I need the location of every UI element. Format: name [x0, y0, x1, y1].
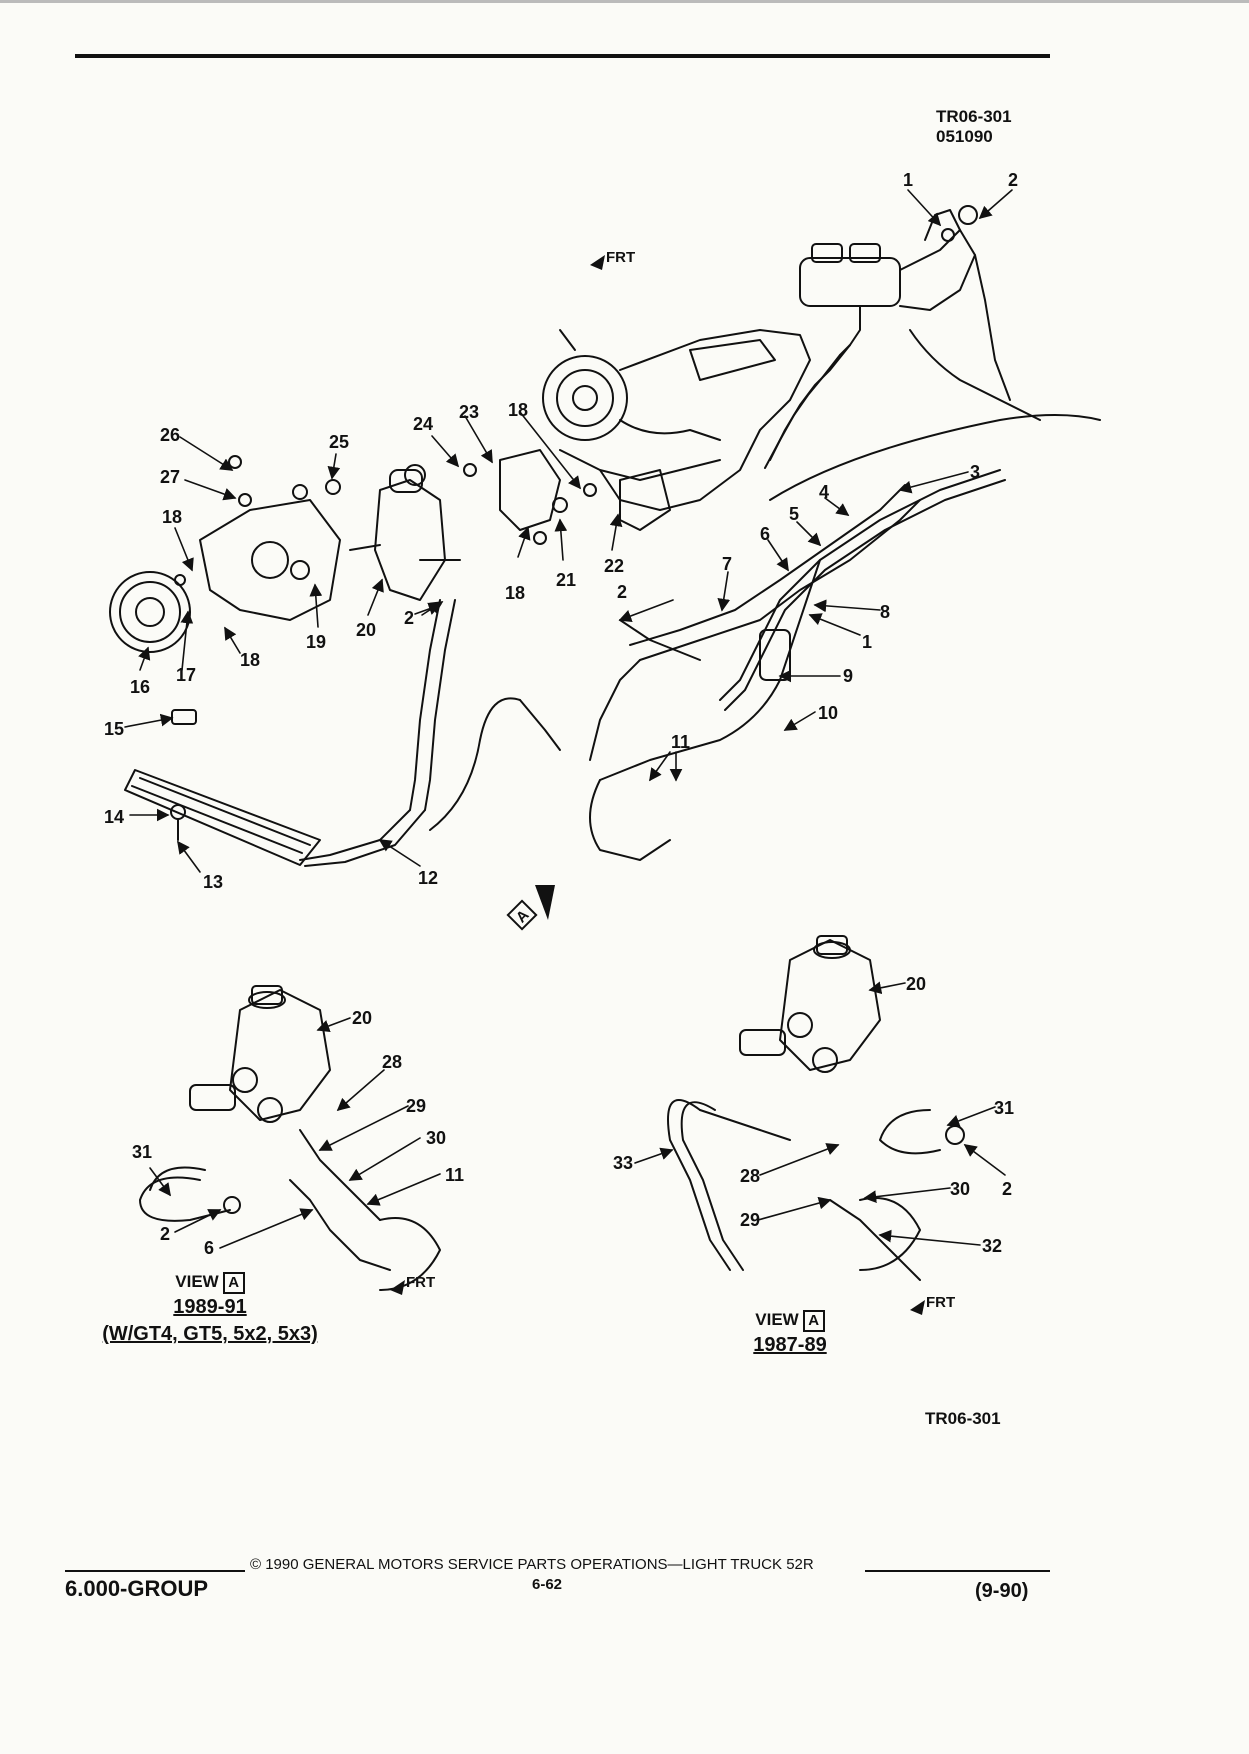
main-callouts: 1 2 3 4 5 6 7 8 1 9 10 11 12 13 14 15 16…	[104, 170, 1018, 892]
callout: 24	[413, 414, 433, 434]
view-right-years: 1987-89	[753, 1334, 827, 1356]
footer-copyright: © 1990 GENERAL MOTORS SERVICE PARTS OPER…	[250, 1556, 814, 1573]
footer-rule-right	[865, 1570, 1050, 1572]
callout: 17	[176, 665, 196, 685]
callout: 28	[382, 1052, 402, 1072]
view-left-callouts: 20 28 29 30 11 31 2 6	[132, 1008, 464, 1258]
callout: 29	[406, 1096, 426, 1116]
footer-group: 6.000-GROUP	[65, 1576, 209, 1601]
callout: 33	[613, 1153, 633, 1173]
callout: 9	[843, 666, 853, 686]
callout: 32	[982, 1236, 1002, 1256]
oil-cooler	[124, 709, 321, 866]
callout: 20	[352, 1008, 372, 1028]
callout: 18	[508, 400, 528, 420]
front-arrow-main: FRT	[590, 249, 635, 270]
figure-code: TR06-301	[936, 107, 1012, 126]
callout: 23	[459, 402, 479, 422]
front-arrow-right: FRT	[910, 1294, 955, 1315]
callout: 18	[505, 583, 525, 603]
callout: 27	[160, 467, 180, 487]
view-left-pump	[139, 985, 441, 1291]
scan-edge	[0, 0, 1249, 3]
footer-page-number: 6-62	[532, 1576, 563, 1593]
view-left-condition: (W/GT4, GT5, 5x2, 5x3)	[102, 1323, 318, 1345]
callout: 21	[556, 570, 576, 590]
callout: 20	[906, 974, 926, 994]
pump-bracket-assembly	[109, 455, 461, 653]
callout: 26	[160, 425, 180, 445]
date-code: 051090	[936, 127, 993, 146]
leader-lines	[124, 189, 1013, 1249]
callout: 22	[604, 556, 624, 576]
callout: 2	[1002, 1179, 1012, 1199]
front-arrow-left: FRT	[390, 1274, 435, 1295]
callout: 12	[418, 868, 438, 888]
callout: 13	[203, 872, 223, 892]
view-left-years: 1989-91	[173, 1296, 247, 1318]
callout: 2	[1008, 170, 1018, 190]
figure-code-bottom: TR06-301	[925, 1409, 1001, 1428]
callout: 11	[445, 1165, 464, 1185]
callout: 3	[970, 462, 980, 482]
callout: 18	[162, 507, 182, 527]
callout: 10	[818, 703, 838, 723]
callout: 2	[617, 582, 627, 602]
engine-block	[542, 329, 1101, 511]
mounting-brackets	[463, 449, 671, 545]
callout: 28	[740, 1166, 760, 1186]
callout: 1	[862, 632, 872, 652]
svg-text:FRT: FRT	[926, 1294, 955, 1311]
callout: 8	[880, 602, 890, 622]
callout: 6	[760, 524, 770, 544]
svg-text:FRT: FRT	[406, 1274, 435, 1291]
callout: 11	[671, 732, 690, 752]
header-rule	[75, 54, 1050, 58]
callout: 7	[722, 554, 732, 574]
callout: 18	[240, 650, 260, 670]
callout: 15	[104, 719, 124, 739]
return-hose	[299, 599, 561, 867]
callout: 20	[356, 620, 376, 640]
hose-bundle	[589, 469, 1006, 861]
callout: 4	[819, 482, 829, 502]
callout: 30	[426, 1128, 446, 1148]
steering-gear-assembly	[764, 205, 1041, 469]
callout: 25	[329, 432, 349, 452]
view-a-marker: A	[506, 885, 555, 931]
front-label: FRT	[606, 249, 635, 266]
callout: 1	[903, 170, 913, 190]
callout: 31	[994, 1098, 1014, 1118]
callout: 31	[132, 1142, 152, 1162]
footer-rule-left	[65, 1570, 245, 1572]
footer-revision: (9-90)	[975, 1580, 1029, 1602]
callout: 30	[950, 1179, 970, 1199]
callout: 2	[404, 608, 414, 628]
callout: 29	[740, 1210, 760, 1230]
callout: 14	[104, 807, 124, 827]
callout: 5	[789, 504, 799, 524]
callout: 19	[306, 632, 326, 652]
callout: 2	[160, 1224, 170, 1244]
callout: 6	[204, 1238, 214, 1258]
callout: 16	[130, 677, 150, 697]
view-right-callouts: 20 31 33 28 2 30 29 32	[613, 974, 1014, 1256]
